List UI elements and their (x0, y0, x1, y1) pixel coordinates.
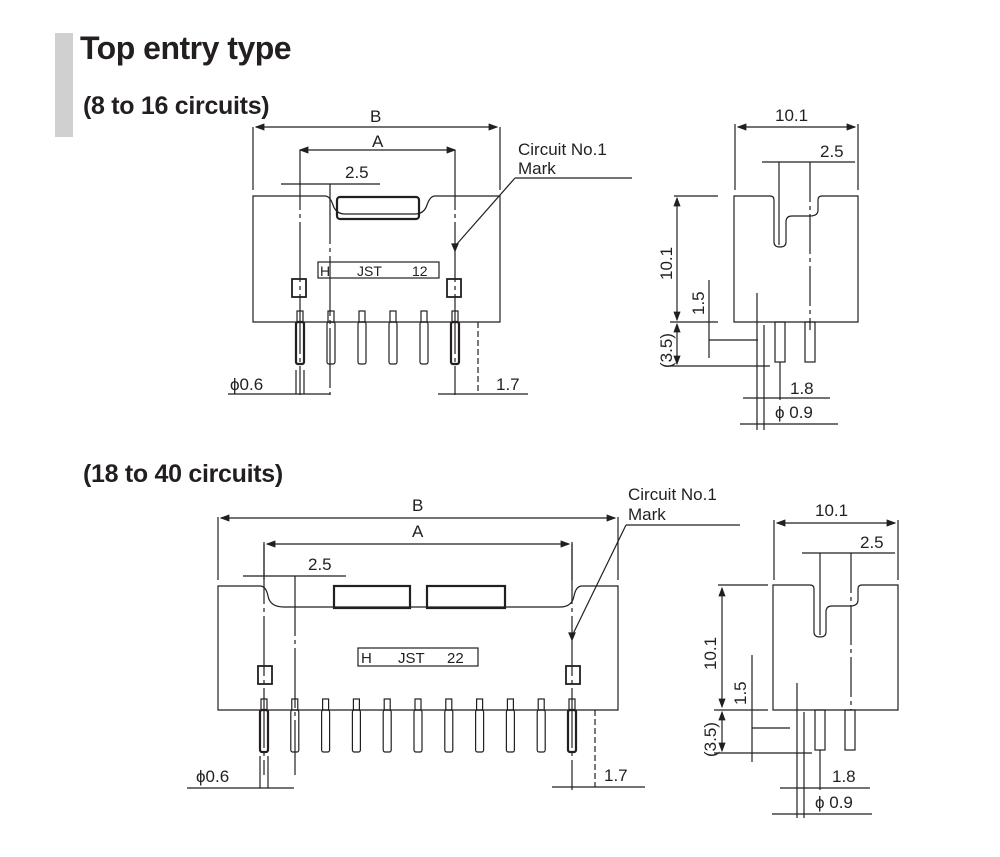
section-title-8-16: (8 to 16 circuits) (83, 92, 270, 120)
side-housing-outline (772, 584, 899, 711)
pin-tab (476, 698, 484, 711)
pin (413, 709, 423, 753)
dimension-label-b: B (412, 496, 423, 515)
dimension-label-b: B (370, 107, 381, 126)
side-label-lead: (3.5) (657, 333, 676, 368)
side-label-boss-diameter: ϕ 0.9 (815, 793, 853, 812)
side-label-height: 10.1 (657, 247, 676, 280)
pin (258, 708, 270, 754)
marking-plate (357, 647, 479, 667)
side-label-lead: (3.5) (701, 722, 720, 757)
side-pin-1 (814, 709, 826, 751)
pin-tab (414, 698, 422, 711)
marking-brand: JST (357, 263, 382, 279)
callout-mark: Mark (518, 159, 556, 178)
callout-mark: Mark (628, 505, 666, 524)
dimension-label-offset: 1.7 (604, 766, 628, 785)
dimension-label-pin-diameter: ϕ0.6 (230, 375, 263, 394)
section-accent-bar (55, 33, 73, 137)
housing-window-left (332, 584, 412, 610)
boss-right (446, 278, 462, 298)
pin (294, 320, 306, 366)
side-pin-2 (804, 321, 816, 363)
side-pin-2 (844, 709, 856, 751)
pin (321, 709, 331, 753)
circuit-mark-triangle (568, 632, 576, 642)
callout-circuit-no1: Circuit No.1 (628, 485, 717, 504)
pin (351, 709, 361, 753)
pin-tab (358, 310, 366, 323)
pin (505, 709, 515, 753)
pin-tab (322, 698, 330, 711)
pin (290, 709, 300, 753)
pin-tab (445, 698, 453, 711)
side-label-height: 10.1 (701, 637, 720, 670)
housing-window-right (425, 584, 507, 610)
side-label-standoff: 1.5 (689, 291, 708, 315)
dimension-label-pitch: 2.5 (308, 555, 332, 574)
pin-tab (389, 310, 397, 323)
front-view-18-40: B A 2.5 Circuit No.1 Mark H JST 22 ϕ0.6 … (187, 485, 740, 790)
side-label-width: 10.1 (775, 106, 808, 125)
pin-tab (383, 698, 391, 711)
page-title: Top entry type (80, 30, 292, 66)
boss-left (291, 278, 307, 298)
marking-count: 22 (447, 650, 464, 667)
pin (475, 709, 485, 753)
side-label-row-spacing: 1.8 (832, 767, 856, 786)
boss-right (565, 665, 581, 685)
pin (419, 321, 429, 365)
pin (326, 321, 336, 365)
pin (536, 709, 546, 753)
housing-window (335, 195, 421, 221)
side-view-18-40: 10.1 2.5 10.1 (3.5) 1.5 1.8 ϕ 0.9 (701, 501, 899, 818)
dimension-label-a: A (372, 132, 384, 151)
side-label-row-spacing: 1.8 (790, 379, 814, 398)
pin (357, 321, 367, 365)
dimension-label-pin-diameter: ϕ0.6 (196, 767, 229, 786)
housing-outline (252, 195, 501, 323)
pin (388, 321, 398, 365)
side-pin-1 (774, 321, 786, 363)
dimension-label-offset: 1.7 (496, 375, 520, 394)
dimension-label-pitch: 2.5 (345, 163, 369, 182)
pin-tab (352, 698, 360, 711)
pin-tab (420, 310, 428, 323)
circuit-mark-triangle (451, 243, 459, 253)
marking-count: 12 (412, 263, 428, 279)
pin (449, 320, 461, 366)
front-view-8-16: B A 2.5 Circuit No.1 Mark H JST 12 (228, 107, 632, 395)
side-label-pitch: 2.5 (820, 142, 844, 161)
pin-tab (327, 310, 335, 323)
marking-plate (317, 261, 440, 279)
section-title-18-40: (18 to 40 circuits) (83, 460, 283, 488)
marking-brand: JST (398, 650, 425, 667)
pin-row (294, 310, 461, 366)
pin (566, 708, 578, 754)
pin-row (258, 698, 578, 754)
boss-left (257, 665, 273, 685)
side-label-pitch: 2.5 (860, 533, 884, 552)
dimension-label-a: A (412, 522, 424, 541)
side-housing-outline (733, 195, 859, 323)
side-view-8-16: 10.1 2.5 10.1 (3.5) 1.5 1.8 ϕ 0.9 (657, 106, 859, 430)
marking-h: H (320, 263, 330, 279)
side-label-boss-diameter: ϕ 0.9 (775, 403, 813, 422)
pin-tab (506, 698, 514, 711)
pin-tab (537, 698, 545, 711)
marking-h: H (361, 650, 372, 667)
side-label-width: 10.1 (815, 501, 848, 520)
pin (444, 709, 454, 753)
housing-outline (217, 585, 619, 711)
pin (382, 709, 392, 753)
callout-circuit-no1: Circuit No.1 (518, 140, 607, 159)
side-label-standoff: 1.5 (731, 681, 750, 705)
